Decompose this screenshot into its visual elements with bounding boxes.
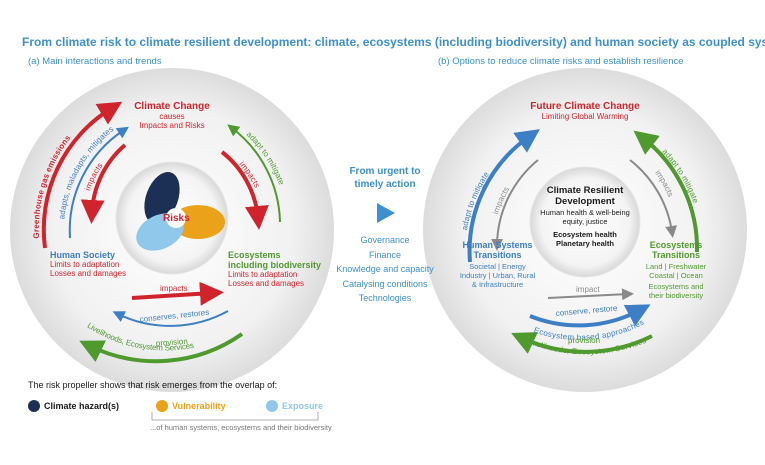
crd-line3: Ecosystem health	[553, 230, 617, 239]
crd-block: Climate Resilient Development Human heal…	[530, 185, 640, 248]
human-society-title: Human Society	[50, 250, 116, 260]
future-climate-block: Future Climate Change Limiting Global Wa…	[520, 101, 650, 121]
ecosystems-line1: Limits to adaptation	[228, 270, 298, 279]
human-society-block: Human Society Limits to adaptation Losse…	[50, 250, 150, 278]
ecosystems-block: Ecosystems including biodiversity Limits…	[228, 250, 328, 288]
eco-transitions-l4: their biodiversity	[648, 291, 704, 300]
legend-vulnerability: Vulnerability	[172, 401, 226, 411]
climate-change-line1: causes	[159, 112, 185, 121]
eco-transitions-title1: Ecosystems	[649, 240, 703, 250]
climate-change-title: Climate Change	[134, 101, 210, 112]
impacts-bottom-arrow	[131, 281, 224, 306]
human-society-line1: Limits to adaptation	[50, 260, 120, 269]
middle-item-catalysing: Catalysing conditions	[342, 278, 428, 289]
b-impacts-left-arrow	[491, 159, 539, 251]
human-systems-title2: Transitions	[473, 250, 522, 260]
crd-title2: Development	[555, 196, 615, 207]
b-impact-bottom-label: impact	[576, 285, 600, 294]
legend-note: ...of human systems, ecosystems and thei…	[150, 423, 332, 432]
eco-transitions-block: Ecosystems Transitions Land | Freshwater…	[636, 240, 716, 300]
ecosystems-line2: Losses and damages	[228, 279, 305, 288]
b-impact-bottom-arrow	[547, 288, 634, 301]
human-systems-l1: Societal | Energy	[469, 262, 526, 271]
legend-exposure: Exposure	[282, 401, 324, 411]
middle-heading-1: From urgent to	[349, 166, 421, 177]
ecosystems-title: Ecosystems	[228, 250, 281, 260]
ecosystems-title2: including biodiversity	[228, 260, 322, 270]
middle-item-governance: Governance	[360, 235, 410, 245]
future-climate-line1: Limiting Global Warming	[541, 112, 629, 121]
crd-line1: Human health & well-being	[540, 208, 630, 217]
b-adapt-right-arrow	[633, 130, 700, 253]
risks-label: Risks	[163, 213, 190, 224]
panel-b-subtitle: (b) Options to reduce climate risks and …	[438, 56, 684, 67]
conserves-arrow	[112, 310, 229, 327]
b-conserve-arrow	[529, 304, 651, 328]
adapt-right-arrow	[227, 124, 281, 223]
crd-line4: Planetary health	[556, 239, 614, 248]
exposure-swatch	[266, 400, 278, 412]
future-climate-title: Future Climate Change	[530, 101, 640, 112]
vulnerability-swatch	[156, 400, 168, 412]
middle-list: Governance Finance Knowledge and capacit…	[320, 233, 450, 306]
panel-a-subtitle: (a) Main interactions and trends	[28, 56, 162, 67]
figure-title: From climate risk to climate resilient d…	[22, 35, 765, 49]
legend-hazard: Climate hazard(s)	[44, 401, 120, 411]
provision-arrow	[79, 332, 244, 364]
crd-line2: equity, justice	[562, 217, 608, 226]
b-provision-arrow	[511, 332, 653, 354]
human-systems-l3: & Infrastructure	[471, 280, 524, 289]
human-systems-title1: Human Systems	[462, 240, 533, 250]
climate-change-block: Climate Change causes Impacts and Risks	[122, 101, 222, 130]
legend-intro: The risk propeller shows that risk emerg…	[28, 380, 278, 390]
b-impacts-right-arrow	[629, 159, 678, 238]
middle-item-technologies: Technologies	[358, 293, 412, 303]
middle-heading-2: timely action	[354, 179, 416, 190]
risk-propeller	[136, 172, 225, 251]
adapts-arrow	[68, 126, 130, 239]
eco-transitions-l1: Land | Freshwater	[645, 262, 707, 271]
human-systems-l2: Industry | Urban, Rural	[459, 271, 536, 280]
eco-transitions-l3: Ecosystems and	[648, 282, 704, 291]
impacts-bottom-label: impacts	[160, 284, 188, 293]
impacts-left-arrow	[80, 143, 127, 224]
legend-bracket	[151, 412, 319, 421]
hazard-swatch	[28, 400, 40, 412]
b-provision-label: provision	[568, 336, 600, 345]
impacts-right-arrow	[220, 150, 269, 230]
middle-item-knowledge: Knowledge and capacity	[336, 264, 434, 274]
eco-transitions-title2: Transitions	[651, 250, 700, 260]
crd-title1: Climate Resilient	[546, 185, 624, 196]
play-arrow-icon	[377, 203, 395, 223]
human-society-line2: Losses and damages	[50, 269, 127, 278]
b-adapt-left-arrow	[467, 129, 540, 263]
middle-item-finance: Finance	[368, 249, 402, 260]
middle-heading: From urgent to timely action	[330, 166, 440, 190]
ghg-arrow	[41, 101, 123, 249]
human-systems-block: Human Systems Transitions Societal | Ene…	[455, 240, 540, 289]
climate-change-line2: Impacts and Risks	[139, 121, 205, 130]
eco-transitions-l2: Coastal | Ocean	[649, 271, 703, 280]
provision-label: provision	[156, 337, 189, 348]
